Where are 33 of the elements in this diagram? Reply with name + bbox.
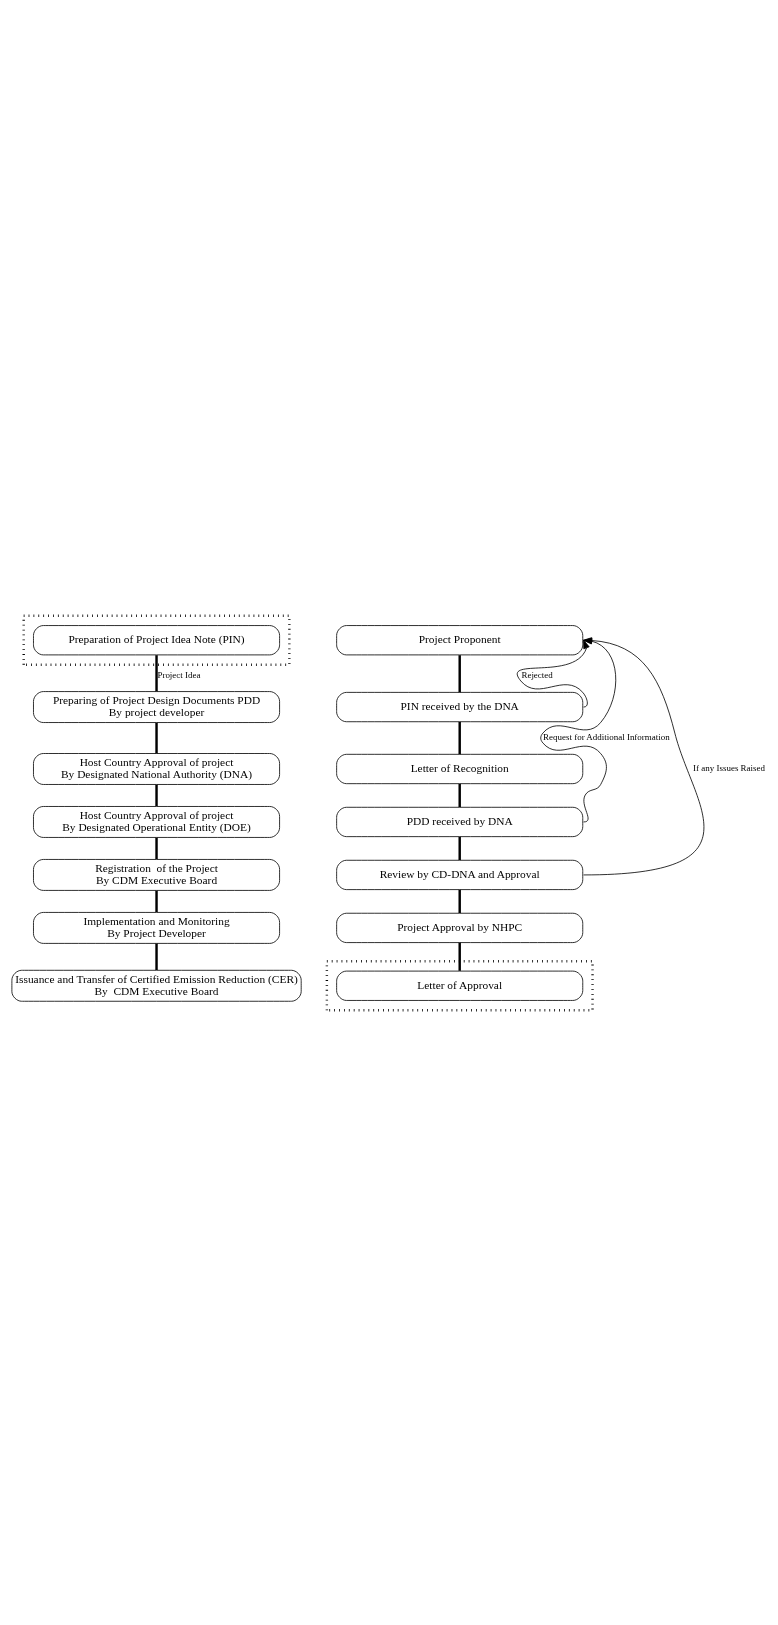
node-box: Host Country Approval of project By Designated National Authority (DNA) xyxy=(33,752,280,785)
connector xyxy=(458,836,461,860)
connector xyxy=(458,654,461,692)
node-box: Letter of Recognition xyxy=(336,753,584,784)
node-box: Implementation and Monitoring By Project Developer xyxy=(33,911,280,944)
cluster xyxy=(325,959,594,1011)
node-box: Host Country Approval of project By Designated Operational Entity (DOE) xyxy=(33,805,280,838)
connector xyxy=(458,783,461,807)
edge-label: If any Issues Raised xyxy=(693,762,765,773)
edge-label: Request for Additional Information xyxy=(543,731,670,742)
arrow xyxy=(517,639,590,707)
connector xyxy=(458,942,461,971)
cluster xyxy=(22,614,291,666)
edge-label: Rejected xyxy=(521,669,553,680)
connector xyxy=(155,784,158,806)
node-box: Issuance and Transfer of Certified Emission Reduction (CER) By CDM Executive Board xyxy=(11,969,302,1002)
connector xyxy=(155,654,158,691)
node-box: Preparation of Project Idea Note (PIN) xyxy=(33,624,280,655)
node-box: PIN received by the DNA xyxy=(336,691,584,722)
connector xyxy=(155,722,158,753)
edge-label: Project Idea xyxy=(157,669,201,680)
node-box: Review by CD-DNA and Approval xyxy=(336,859,584,890)
node-box: Project Approval by NHPC xyxy=(336,912,584,943)
node-box: Preparing of Project Design Documents PDD By project developer xyxy=(33,690,280,723)
node-box: Project Proponent xyxy=(336,624,584,655)
connector xyxy=(155,943,158,970)
connector xyxy=(155,890,158,912)
node-box: Registration of the Project By CDM Executive Board xyxy=(33,858,280,891)
node-box: Letter of Approval xyxy=(336,970,584,1001)
connector xyxy=(155,837,158,859)
node-box: PDD received by DNA xyxy=(336,806,584,837)
connector xyxy=(458,889,461,913)
connector xyxy=(458,721,461,754)
